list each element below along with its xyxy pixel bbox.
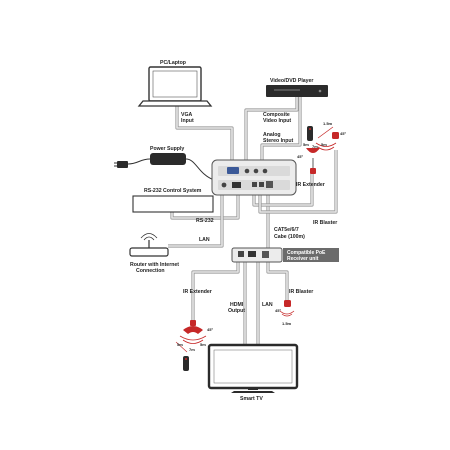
composite-label-2: Video Input — [263, 118, 291, 124]
rs232-control-label: RS-232 Control System — [144, 188, 202, 194]
rs232-label: RS-232 — [196, 218, 214, 224]
laptop — [137, 66, 213, 107]
cable-length-top: 1.5m — [323, 121, 333, 126]
composite-cable — [244, 97, 299, 160]
range-bot-r: 5m — [200, 342, 206, 347]
smart-tv-label: Smart TV — [240, 396, 263, 402]
power-supply — [114, 153, 215, 181]
ir-remote-top — [307, 126, 313, 141]
smart-tv — [207, 343, 299, 393]
range-top-r: 5m — [321, 142, 327, 147]
cables — [168, 97, 338, 345]
dvd-player-label: Video/DVD Player — [270, 78, 313, 84]
ir-receiver-bottom — [175, 320, 207, 353]
transmitter — [211, 159, 297, 196]
rs232-control-box — [132, 195, 214, 213]
analog-label-1: Analog — [263, 132, 281, 138]
cable-length-bottom: 1.5m — [282, 321, 292, 326]
ir-blaster-cable-bottom — [266, 262, 289, 300]
cat-label-1: CAT5e/6/7 — [274, 227, 299, 233]
ir-receiver-top — [306, 148, 320, 174]
composite-label-1: Composite — [263, 112, 290, 118]
vga-input-label-1: VGA — [181, 112, 192, 118]
analog-label-2: Stereo Input — [263, 138, 294, 144]
ir-blaster-top-label: IR Blaster — [313, 220, 337, 226]
range-top-l: 5m — [303, 142, 309, 147]
router — [129, 233, 169, 257]
angle-blaster: 45° — [275, 308, 281, 313]
range-bot-m: 7m — [189, 347, 195, 352]
lan-top-label: LAN — [199, 237, 210, 243]
ir-extender-bottom-label: IR Extender — [183, 289, 212, 295]
router-label-2: Connection — [136, 268, 165, 274]
power-supply-label: Power Supply — [150, 146, 184, 152]
range-bot-l: 5m — [177, 342, 183, 347]
lan-bottom-label: LAN — [262, 302, 273, 308]
hdmi-label-1: HDMI — [230, 302, 244, 308]
analog-cable — [260, 97, 302, 160]
receiver — [231, 247, 339, 263]
ir-blaster-top — [332, 132, 339, 139]
pc-laptop-label: PC/Laptop — [160, 60, 186, 66]
ir-blaster-bottom-label: IR Blaster — [289, 289, 313, 295]
ir-blaster-bottom — [279, 300, 295, 317]
ir-extender-top-label: IR Extender — [296, 182, 325, 188]
angle-top-b: 45° — [297, 154, 303, 159]
receiver-label-2: Receiver unit — [287, 256, 319, 262]
angle-top: 45° — [340, 131, 346, 136]
hdmi-label-2: Output — [228, 308, 245, 314]
range-top-m: 7m — [312, 144, 318, 149]
ir-remote-bottom — [183, 356, 189, 371]
router-label-1: Router with Internet — [130, 262, 179, 268]
dvd-player — [266, 85, 328, 97]
cat-label-2: Cabe (100m) — [274, 234, 305, 240]
ir-beam-top — [315, 126, 337, 151]
receiver-label-1: Compatible PoE — [287, 250, 326, 256]
angle-bottom: 45° — [207, 327, 213, 332]
vga-input-label-2: Input — [181, 118, 194, 124]
